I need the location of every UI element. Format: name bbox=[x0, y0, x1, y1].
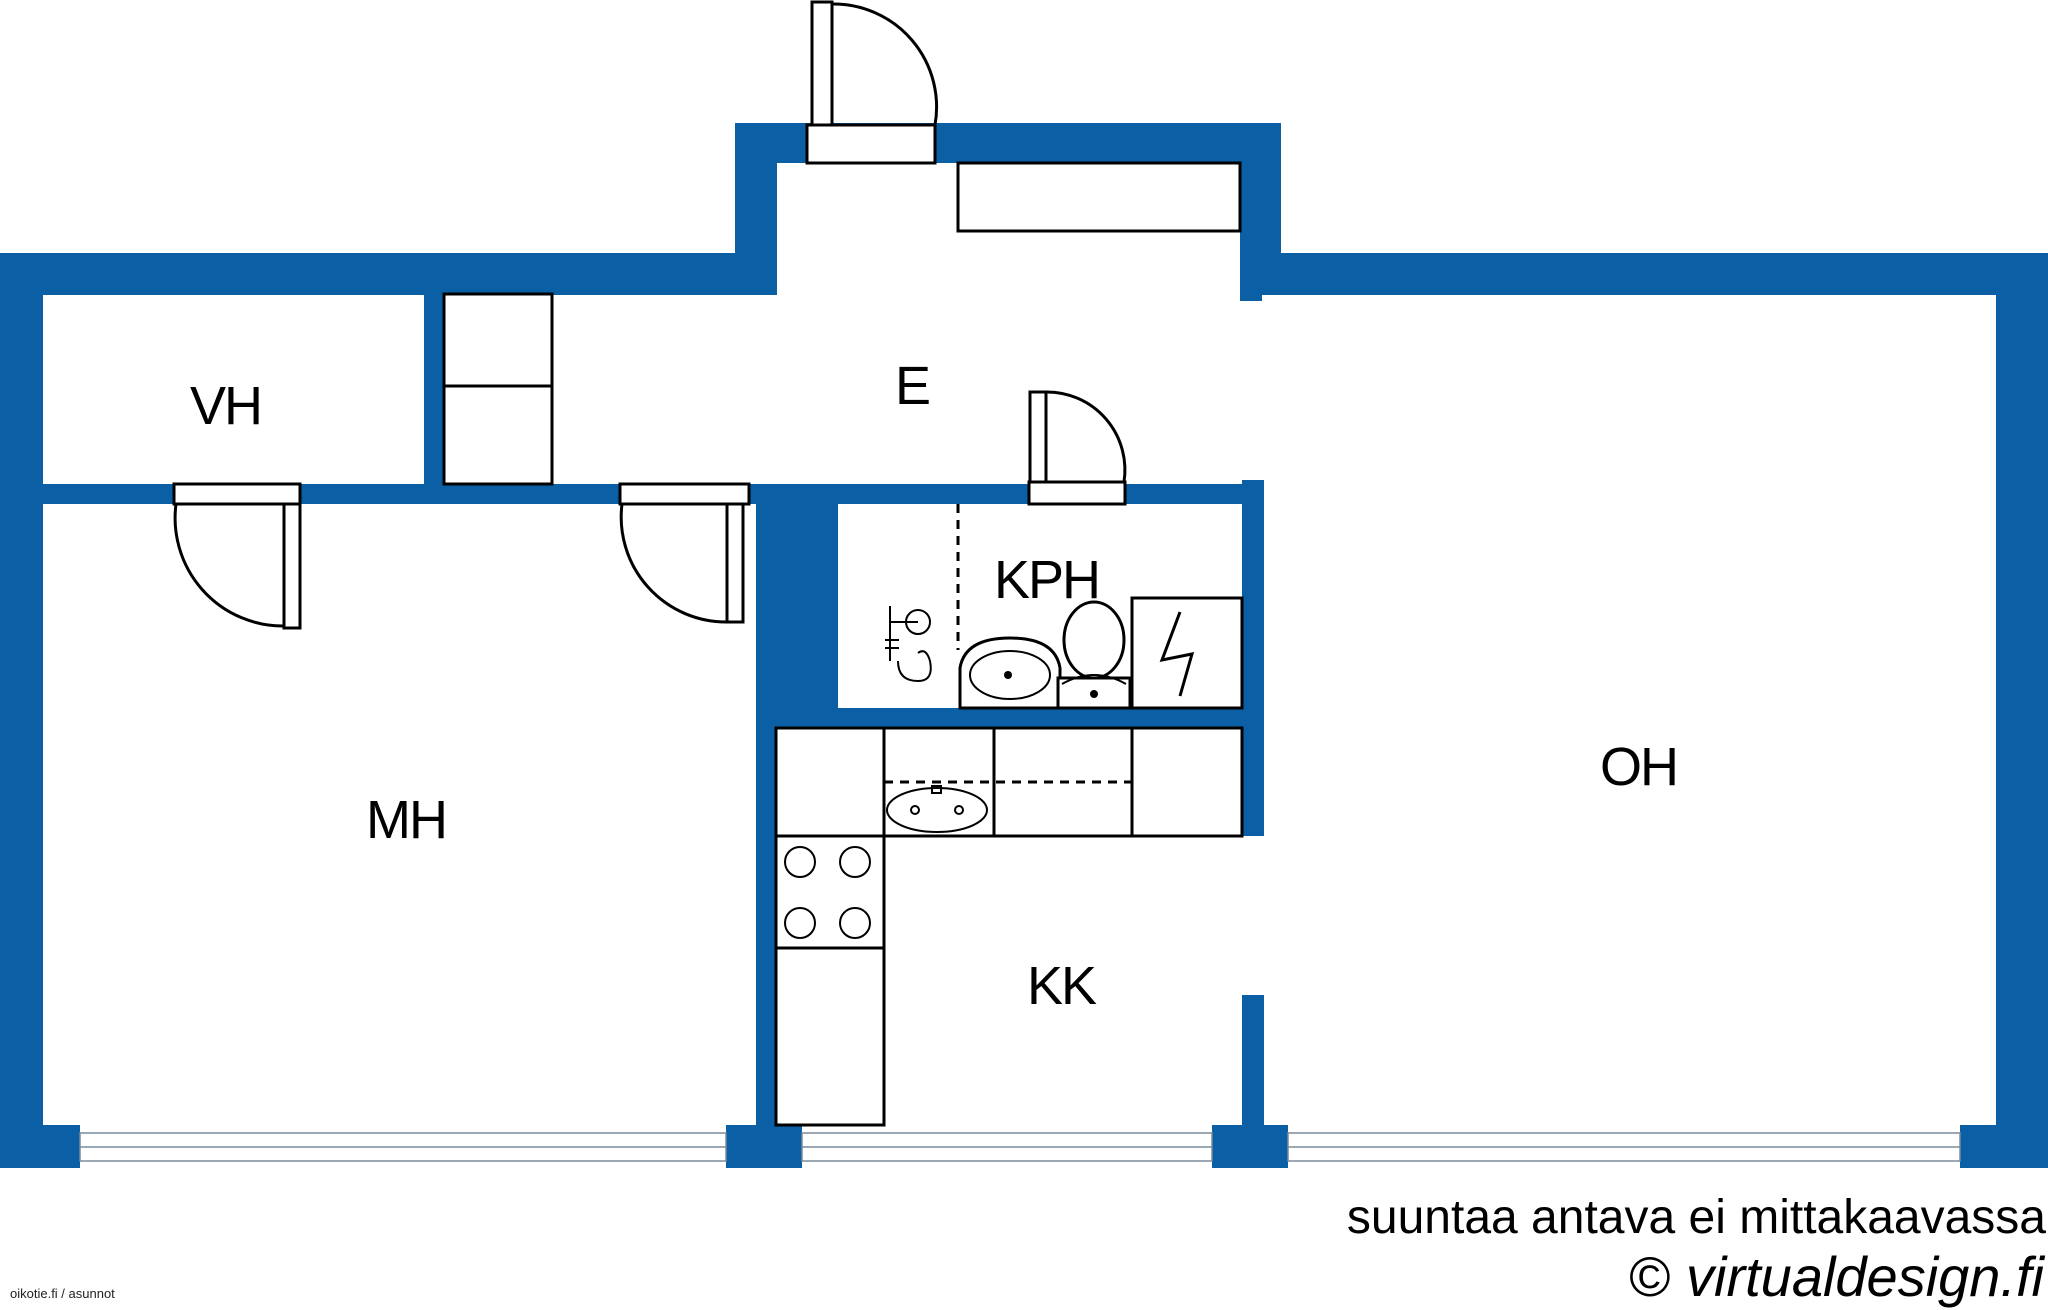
room-label-mh: MH bbox=[366, 790, 446, 850]
windows bbox=[79, 1132, 1961, 1162]
copyright-line: © virtualdesign.fi bbox=[1629, 1244, 2044, 1309]
room-label-e: E bbox=[895, 356, 929, 416]
source-credit: oikotie.fi / asunnot bbox=[10, 1286, 115, 1301]
room-label-kk: KK bbox=[1027, 956, 1097, 1016]
doors bbox=[172, 0, 1127, 630]
room-label-oh: OH bbox=[1600, 737, 1677, 797]
toilet-icon bbox=[1056, 600, 1132, 710]
copyright-symbol: © bbox=[1629, 1245, 1671, 1308]
room-label-vh: VH bbox=[190, 376, 261, 436]
kitchen-sink-icon bbox=[886, 785, 988, 833]
shower-icon bbox=[885, 606, 932, 683]
room-labels: VH E KPH MH OH KK bbox=[190, 356, 1679, 1016]
brand-name: virtualdesign.fi bbox=[1686, 1245, 2044, 1308]
room-label-kph: KPH bbox=[994, 550, 1099, 610]
fixtures bbox=[442, 161, 1244, 1127]
electric-cabinet-icon bbox=[1130, 596, 1244, 710]
washbasin-icon bbox=[958, 636, 1062, 710]
stove-icon bbox=[784, 846, 871, 939]
disclaimer-note: suuntaa antava ei mittakaavassa bbox=[1346, 1191, 2046, 1244]
